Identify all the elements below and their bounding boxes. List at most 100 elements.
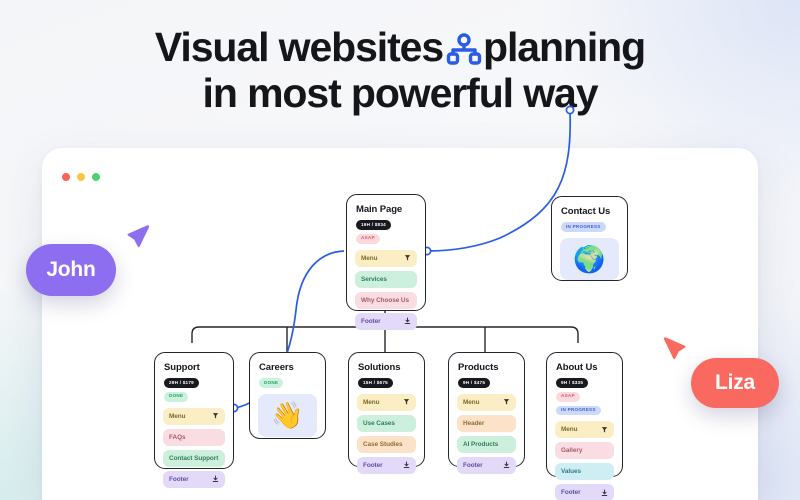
page-row-label: Menu: [169, 412, 186, 420]
page-row[interactable]: Footer: [555, 484, 614, 500]
filter-icon: [212, 413, 219, 419]
page-row[interactable]: Footer: [357, 456, 416, 474]
waving-hand-icon: 👋: [258, 393, 317, 437]
page-row[interactable]: AI Products: [457, 435, 516, 453]
card-solutions[interactable]: Solutions 15H / $675 Menu Use Cases Case…: [348, 352, 425, 474]
maximize-dot[interactable]: [92, 173, 100, 181]
card-title: About Us: [556, 362, 598, 373]
page-row[interactable]: Menu: [163, 407, 225, 425]
cursor-arrow-icon: [127, 225, 150, 248]
page-row[interactable]: Menu: [355, 249, 417, 267]
globe-icon: 🌍: [560, 237, 619, 280]
card-careers[interactable]: Careers DONE 👋: [249, 352, 326, 439]
headline-text-before: Visual websites: [154, 24, 444, 70]
page-row-label: Values: [561, 468, 581, 476]
download-icon: [212, 475, 219, 483]
card-title: Main Page: [356, 204, 403, 215]
download-icon: [404, 317, 411, 325]
page-row-label: Case Studies: [363, 440, 403, 448]
page-row-label: Menu: [363, 398, 380, 406]
close-dot[interactable]: [62, 173, 70, 181]
card-about-us[interactable]: About Us 9H / $335 ASAP IN PROGRESS Menu…: [546, 352, 623, 500]
collaborator-cursor-liza: Liza: [655, 334, 795, 414]
headline-line-1: Visual websites planning: [0, 24, 800, 70]
status-badge-done: DONE: [259, 378, 284, 388]
page-title: Visual websites planning in most powerfu…: [0, 24, 800, 116]
status-badge-progress: IN PROGRESS: [561, 222, 606, 232]
page-row[interactable]: Case Studies: [357, 435, 416, 453]
page-row-label: Footer: [169, 475, 189, 483]
card-title: Careers: [259, 362, 294, 373]
page-row[interactable]: Menu: [555, 421, 614, 439]
page-row-label: Use Cases: [363, 419, 395, 427]
status-badge-cost: 9H / $335: [556, 378, 589, 388]
page-row-list: Menu Use Cases Case Studies Footer: [357, 393, 416, 474]
card-products[interactable]: Products 9H / $475 Menu Header AI Produc…: [448, 352, 525, 474]
page-row-label: Header: [463, 419, 485, 427]
download-icon: [601, 489, 608, 496]
page-row-list: Menu Services Why Choose Us Footer: [355, 249, 417, 330]
page-row-list: Menu FAQs Contact Support Footer: [163, 407, 225, 488]
page-row[interactable]: Why Choose Us: [355, 291, 417, 309]
card-support[interactable]: Support 29H / $179 DONE Menu FAQs Contac…: [154, 352, 234, 488]
status-badge-cost: 29H / $179: [164, 378, 199, 388]
cursor-label-john: John: [26, 244, 116, 296]
card-title: Support: [164, 362, 200, 373]
page-row[interactable]: Use Cases: [357, 414, 416, 432]
download-icon: [403, 461, 410, 469]
cursor-label-liza: Liza: [691, 358, 779, 408]
filter-icon: [503, 399, 510, 405]
page-row[interactable]: FAQs: [163, 428, 225, 446]
status-badge-priority: ASAP: [356, 233, 380, 244]
collaborator-cursor-john: John: [26, 222, 166, 302]
status-badge-cost: 9H / $475: [458, 378, 491, 388]
badge-group: DONE: [259, 378, 317, 388]
page-row[interactable]: Header: [457, 414, 516, 432]
status-badge-cost: 19H / $834: [356, 220, 391, 230]
window-controls[interactable]: [62, 173, 100, 181]
filter-icon: [601, 426, 608, 433]
page-row-label: Footer: [561, 489, 581, 497]
badge-group: 29H / $179 DONE: [164, 378, 225, 402]
minimize-dot[interactable]: [77, 173, 85, 181]
page-row-label: Contact Support: [169, 454, 219, 462]
cursor-arrow-icon: [663, 337, 686, 360]
page-row-label: Why Choose Us: [361, 296, 409, 304]
page-row[interactable]: Gallery: [555, 442, 614, 460]
page-row[interactable]: Menu: [357, 393, 416, 411]
page-row[interactable]: Values: [555, 463, 614, 481]
badge-group: 19H / $834 ASAP: [356, 220, 417, 244]
headline-line-2: in most powerful way: [202, 70, 599, 116]
page-row[interactable]: Footer: [355, 312, 417, 330]
card-contact-us[interactable]: Contact Us IN PROGRESS 🌍: [551, 196, 628, 281]
page-row-label: Gallery: [561, 447, 583, 455]
page-row-label: Menu: [361, 254, 378, 262]
page-row-label: FAQs: [169, 433, 186, 441]
filter-icon: [403, 399, 410, 405]
status-badge-progress: IN PROGRESS: [556, 405, 601, 416]
filter-icon: [404, 255, 411, 261]
page-row-list: Menu Gallery Values Footer: [555, 421, 614, 500]
page-row-label: Footer: [463, 461, 483, 469]
page-row[interactable]: Footer: [457, 456, 516, 474]
badge-group: 9H / $335 ASAP IN PROGRESS: [556, 378, 614, 416]
page-row-label: Services: [361, 275, 387, 283]
page-row[interactable]: Contact Support: [163, 449, 225, 467]
card-main-page[interactable]: Main Page 19H / $834 ASAP Menu Services …: [346, 194, 426, 330]
status-badge-priority: ASAP: [556, 391, 580, 402]
badge-group: 9H / $475: [458, 378, 516, 388]
page-row[interactable]: Footer: [163, 470, 225, 488]
page-row-label: Footer: [363, 461, 383, 469]
card-title: Contact Us: [561, 206, 611, 217]
card-title: Products: [458, 362, 499, 373]
headline-text-after: planning: [483, 24, 646, 70]
page-row[interactable]: Menu: [457, 393, 516, 411]
page-row-label: AI Products: [463, 440, 499, 448]
page-row-label: Menu: [463, 398, 480, 406]
page-row-list: Menu Header AI Products Footer: [457, 393, 516, 474]
badge-group: 15H / $675: [358, 378, 416, 388]
download-icon: [503, 461, 510, 469]
page-row[interactable]: Services: [355, 270, 417, 288]
status-badge-done: DONE: [164, 391, 189, 402]
